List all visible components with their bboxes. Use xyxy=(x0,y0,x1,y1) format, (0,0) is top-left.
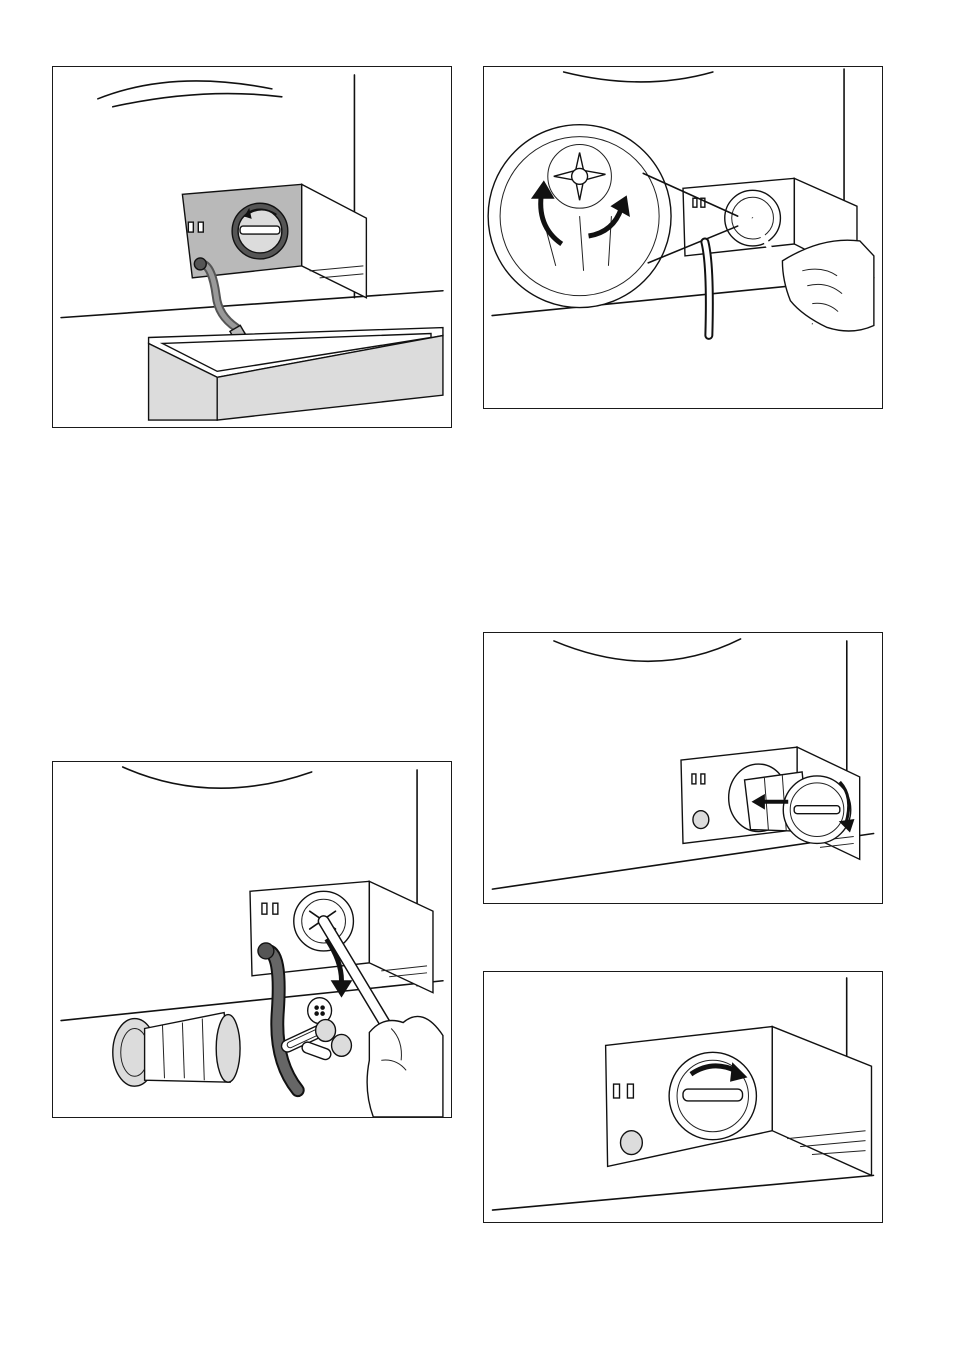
tighten-cap-illustration xyxy=(484,972,882,1222)
hand-icon xyxy=(367,1016,443,1117)
filter-cap-icon xyxy=(232,203,288,259)
drain-tray-icon xyxy=(149,328,443,420)
filter-cap-icon xyxy=(783,776,851,844)
filter-icon xyxy=(113,1013,240,1087)
drain-hose-illustration xyxy=(53,67,451,427)
foreign-objects-illustration xyxy=(53,762,451,1117)
figure-remove-foreign-objects xyxy=(52,761,452,1118)
insert-filter-illustration xyxy=(484,633,882,903)
impeller-check-illustration xyxy=(484,67,882,408)
figure-drain-hose-into-tray xyxy=(52,66,452,428)
figure-insert-filter xyxy=(483,632,883,904)
figure-check-impeller-rotates xyxy=(483,66,883,409)
figure-tighten-filter-cap xyxy=(483,971,883,1223)
